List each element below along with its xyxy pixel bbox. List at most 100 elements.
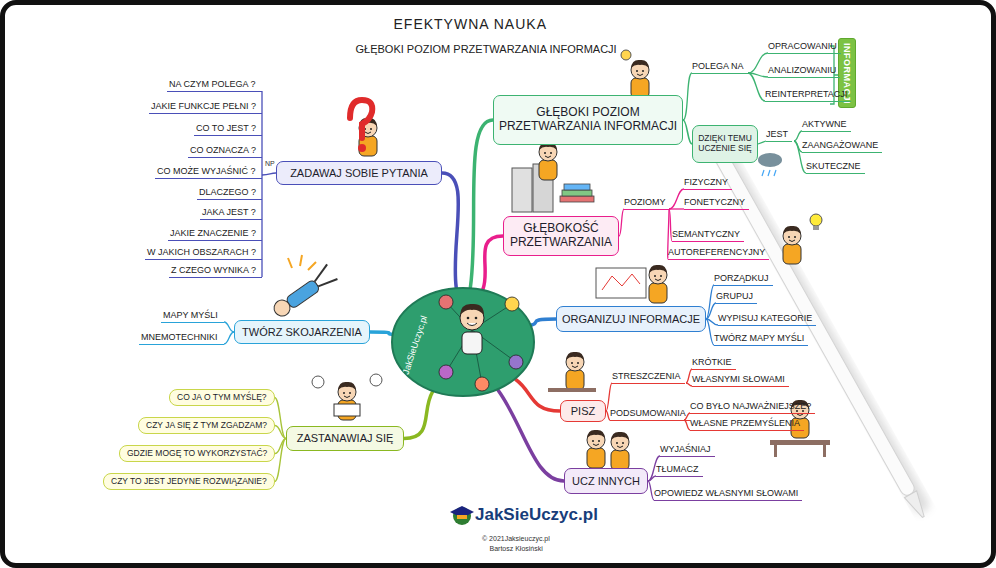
branch-leaf: POZIOMY (624, 196, 670, 210)
branch-connector (275, 439, 286, 482)
question-dot (358, 144, 366, 152)
branch-connector (683, 120, 692, 144)
node-text: DZIĘKI TEMU UCZENIE SIĘ (697, 134, 753, 154)
node-text: CZY JA SIĘ Z TYM ZGADZAM? (146, 421, 267, 431)
node-text: UCZ INNYCH (572, 475, 640, 488)
person-figure (631, 60, 649, 98)
branch-connector (442, 173, 458, 287)
node-text: CZY TO JEST JEDYNE ROZWIĄZANIE? (111, 477, 267, 487)
network-icon (439, 295, 453, 309)
person-legs (311, 264, 331, 281)
branch-box: TWÓRZ SKOJARZENIA (234, 320, 370, 344)
paper-stack (512, 168, 532, 212)
rain-cloud (758, 153, 782, 176)
central-person (460, 304, 484, 354)
question-box: CO JA O TYM MYŚLĘ? (169, 389, 275, 406)
person-with-headset (621, 50, 649, 98)
idea-lines (288, 255, 316, 270)
teaching-kids (587, 430, 629, 470)
desk (548, 388, 596, 392)
rain (762, 170, 776, 176)
branch-box: UCZ INNYCH (564, 468, 648, 494)
reading-person (312, 374, 382, 420)
network-line (446, 302, 516, 384)
association-leaders (224, 322, 234, 344)
leader-line (748, 53, 768, 73)
branch-leaf: ANALIZOWANIU (768, 64, 840, 78)
bracket-line (261, 91, 262, 277)
person-figure (611, 432, 629, 470)
board-person (596, 265, 667, 303)
network-icon (505, 297, 519, 311)
book (562, 190, 592, 196)
leader-line (262, 173, 276, 175)
branch-connector (516, 379, 560, 411)
branch-leaf: CO MOŻE WYJAŚNIĆ ? (155, 165, 262, 179)
branch-leaf: Z CZEGO WYNIKA ? (169, 264, 262, 278)
branch-leaf: KRÓTKIE (692, 356, 736, 370)
book (564, 184, 590, 190)
branch-leaf: NA CZYM POLEGA ? (167, 78, 262, 92)
branch-leaf: TWÓRZ MAPY MYŚLI (714, 332, 808, 346)
table-leg (774, 445, 777, 457)
branch-leaf: JAKA JEST ? (200, 206, 262, 220)
branch-leaf: FONETYCZNY (684, 196, 749, 210)
pencil-body (699, 125, 917, 498)
branch-leaf: WŁASNE PRZEMYŚLENIA (690, 417, 804, 431)
blob-ellipse (392, 288, 534, 396)
branch-connector (404, 392, 433, 439)
network-icon (439, 365, 453, 379)
bulb-glass (810, 214, 822, 226)
branch-leaf: ZAANGAŻOWANE (802, 139, 882, 153)
branch-leaf: STRESZCZENIA (612, 370, 685, 384)
logo-cap-band (457, 515, 467, 519)
subtitle: GŁĘBOKI POZIOM PRZETWARZANIA INFORMACJI (356, 43, 617, 55)
diagram-title: EFEKTYWNA NAUKA (394, 18, 547, 30)
branch-leaf: MAPY MYŚLI (161, 309, 224, 323)
node-text: ZADAWAJ SOBIE PYTANIA (290, 167, 428, 180)
question-box: GDZIE MOGĘ TO WYKORZYSTAĆ? (119, 445, 275, 462)
thinking-person (350, 100, 377, 156)
branch-box: DZIĘKI TEMU UCZENIE SIĘ (692, 125, 758, 163)
write-leaders (606, 369, 692, 430)
branch-leaf: REINTERPRETACJI (765, 88, 851, 102)
branch-leaf: CO TO JEST ? (194, 122, 262, 136)
branch-leaf: DLACZEGO ? (197, 186, 262, 200)
branch-leaf: CO BYŁO NAJWAŻNIEJSZE? (690, 400, 815, 414)
light-bulb (783, 214, 822, 264)
branch-leaf: TŁUMACZ (656, 463, 703, 477)
table (770, 440, 830, 445)
leader-line (669, 208, 684, 209)
person-figure (649, 265, 667, 303)
board-scribble (602, 274, 640, 290)
pencil (699, 125, 929, 521)
node-text: TWÓRZ SKOJARZENIA (242, 326, 362, 339)
leader-line (224, 322, 234, 332)
person-legs (318, 275, 337, 291)
network-icon (475, 377, 489, 391)
question-box: CZY TO JEST JEDYNE ROZWIĄZANIE? (103, 473, 275, 490)
person-figure (566, 352, 584, 390)
branch-box: ZADAWAJ SOBIE PYTANIA (276, 161, 442, 185)
leader-line (706, 319, 714, 345)
branch-leaf: SKUTECZNE (806, 160, 865, 174)
branch-leaf: SEMANTYCZNY (672, 228, 744, 242)
board (596, 268, 646, 298)
table-leg (823, 445, 826, 457)
network-icon (509, 355, 523, 369)
node-text: ORGANIZUJ INFORMACJE (562, 313, 700, 326)
book (560, 196, 594, 202)
branch-leaf: OPRACOWANIU (768, 40, 841, 54)
pencil-tip (904, 491, 929, 521)
leader-line (794, 131, 802, 141)
branch-leaf: AUTOREFERENCYJNY (668, 246, 769, 260)
branch-connector (531, 319, 556, 325)
person-eye (475, 317, 478, 320)
branch-leaf: JAKIE ZNACZENIE ? (168, 227, 262, 241)
leader-line (758, 141, 766, 144)
branch-leaf: JEST (766, 128, 792, 142)
branch-leaf: POLEGA NA (692, 60, 748, 74)
leader-line (748, 73, 765, 101)
note-text: NP (265, 158, 275, 170)
